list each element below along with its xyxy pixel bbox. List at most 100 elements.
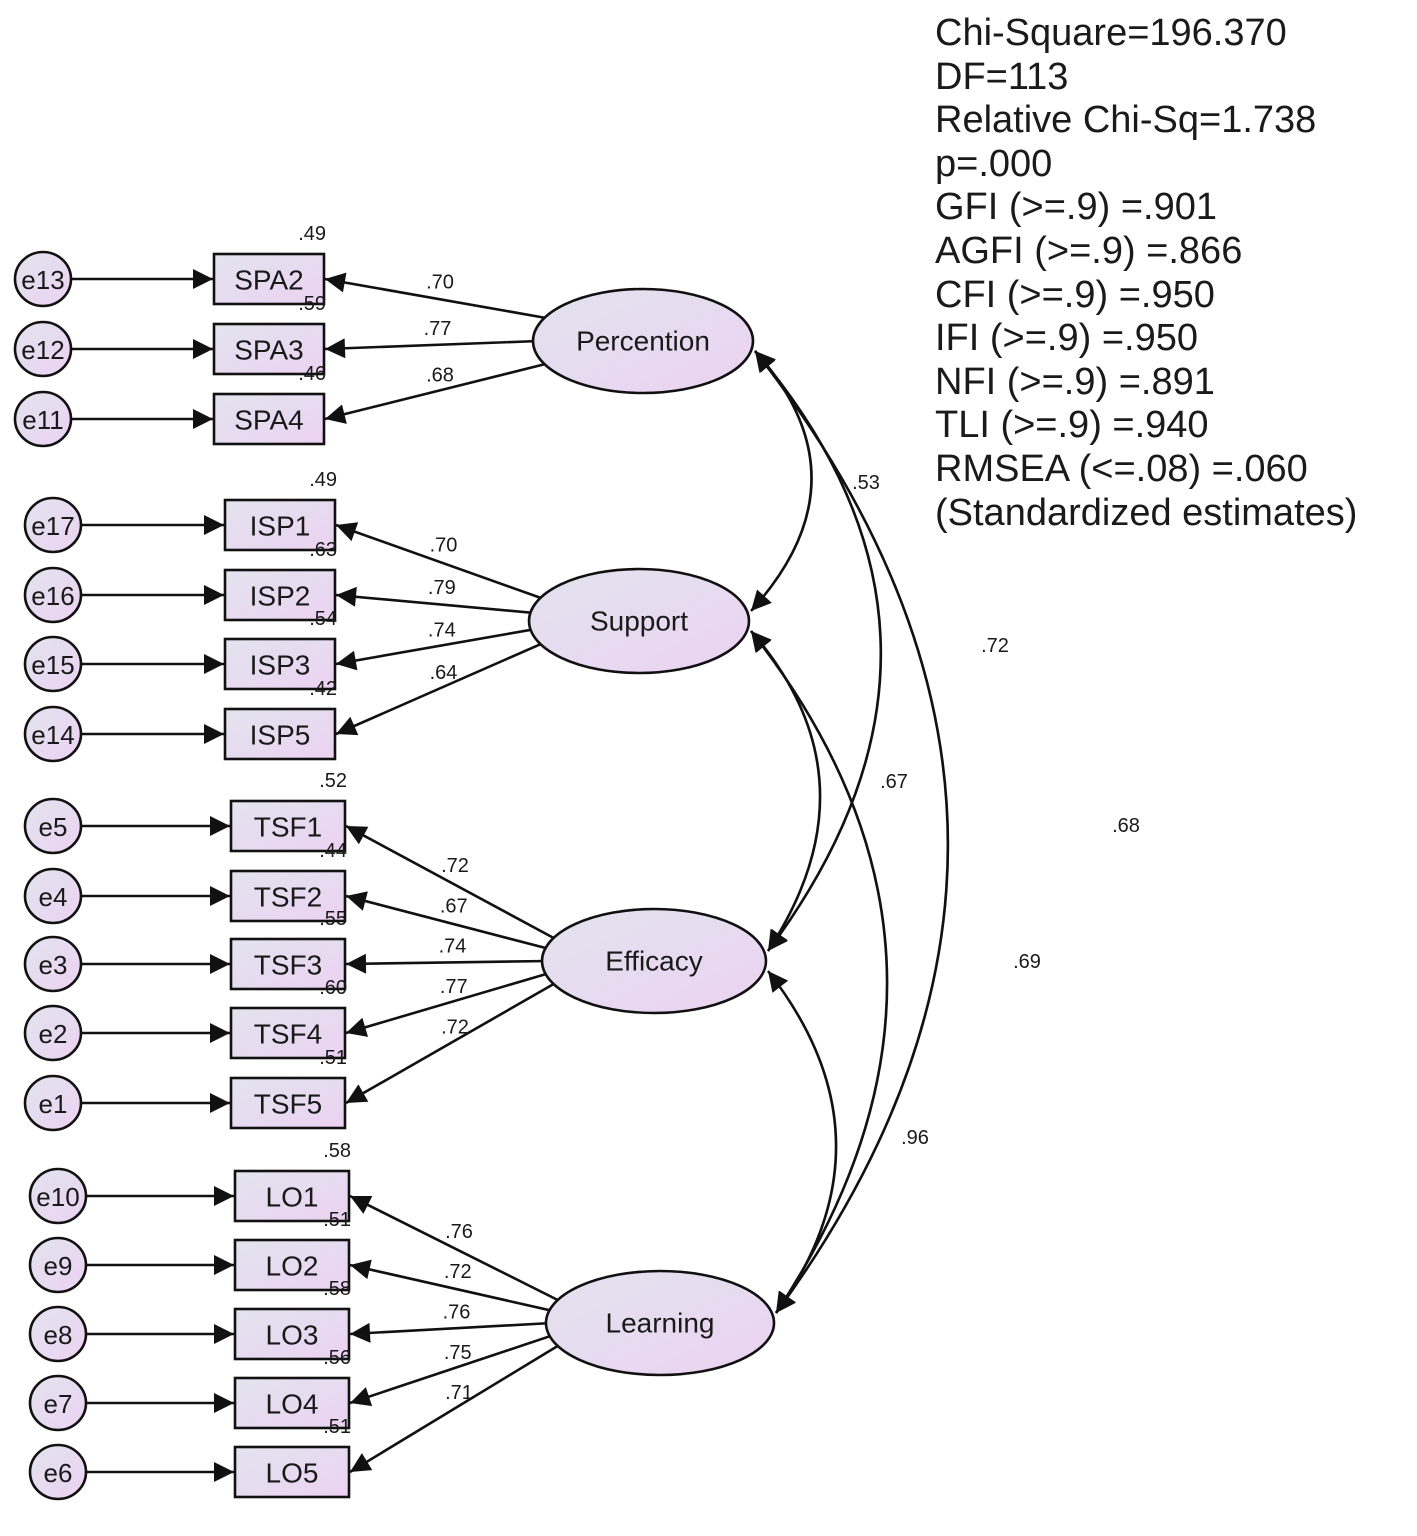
loading-value-lo4: .75 xyxy=(444,1342,472,1364)
error-label-e1: e1 xyxy=(39,1089,68,1119)
loading-path-isp3 xyxy=(335,627,537,671)
r2-value-lo5: .51 xyxy=(323,1416,351,1438)
loading-value-lo3: .76 xyxy=(443,1302,471,1324)
correlation-layer xyxy=(749,350,950,1314)
error-term-e16 xyxy=(23,566,83,624)
indicator-box-isp5 xyxy=(223,707,337,761)
fit-stat-nfi: NFI (>=.9) =.891 xyxy=(935,360,1215,403)
error-term-e15 xyxy=(23,635,83,693)
loading-path-isp5 xyxy=(335,643,541,736)
correlation-value-efficacy-learning: .96 xyxy=(901,1127,929,1149)
r2-value-tsf3: .55 xyxy=(319,908,347,930)
loading-value-tsf3: .74 xyxy=(439,936,467,958)
correlation-value-support-learning: .69 xyxy=(1013,951,1041,973)
fit-stat-note: (Standardized estimates) xyxy=(935,491,1358,534)
correlation-arrow-support-learning xyxy=(749,630,889,1314)
indicator-box-lo5 xyxy=(233,1445,351,1499)
loading-value-spa2: .70 xyxy=(426,271,454,293)
latent-label-support: Support xyxy=(590,606,688,637)
indicator-label-isp2: ISP2 xyxy=(250,581,311,612)
error-term-e4 xyxy=(23,867,83,925)
indicator-label-tsf5: TSF5 xyxy=(254,1089,322,1120)
indicator-box-tsf2 xyxy=(229,869,347,923)
indicator-label-tsf3: TSF3 xyxy=(254,950,322,981)
error-term-e3 xyxy=(23,935,83,993)
indicator-box-tsf1 xyxy=(229,799,347,853)
indicator-label-isp3: ISP3 xyxy=(250,650,311,681)
indicator-label-lo3: LO3 xyxy=(266,1320,319,1351)
fit-stat-ifi: IFI (>=.9) =.950 xyxy=(935,317,1198,360)
indicator-label-lo1: LO1 xyxy=(266,1182,319,1213)
loading-value-tsf5: .72 xyxy=(441,1017,469,1039)
indicator-label-tsf4: TSF4 xyxy=(254,1019,322,1050)
loading-value-spa4: .68 xyxy=(426,365,454,387)
loading-value-lo5: .71 xyxy=(445,1382,473,1404)
error-term-e7 xyxy=(28,1374,88,1432)
indicator-box-lo1 xyxy=(233,1169,351,1223)
loading-path-isp2 xyxy=(335,586,537,615)
latent-support xyxy=(527,567,751,675)
fit-stat-relative-chi-sq: Relative Chi-Sq=1.738 xyxy=(935,99,1317,142)
r2-value-isp2: .63 xyxy=(309,539,337,561)
error-term-e6 xyxy=(28,1443,88,1501)
latent-label-percention: Percention xyxy=(576,326,710,357)
fit-stat-rmsea: RMSEA (<=.08) =.060 xyxy=(935,447,1308,490)
correlation-value-support-efficacy: .67 xyxy=(880,771,908,793)
indicator-box-spa4 xyxy=(212,392,326,446)
r2-value-lo2: .51 xyxy=(323,1209,351,1231)
r2-value-isp5: .42 xyxy=(309,678,337,700)
latent-label-learning: Learning xyxy=(606,1308,715,1339)
fit-stat-df: DF=113 xyxy=(935,55,1069,98)
error-term-e5 xyxy=(23,797,83,855)
indicator-box-isp1 xyxy=(223,498,337,552)
r2-value-isp1: .49 xyxy=(309,469,337,491)
indicator-label-lo2: LO2 xyxy=(266,1251,319,1282)
fit-stat-gfi: GFI (>=.9) =.901 xyxy=(935,186,1217,229)
error-label-e11: e11 xyxy=(22,405,63,435)
loading-path-tsf4 xyxy=(345,971,551,1037)
loading-path-layer xyxy=(71,269,558,1482)
indicator-label-spa3: SPA3 xyxy=(234,335,304,366)
error-term-e9 xyxy=(28,1236,88,1294)
error-term-e14 xyxy=(23,705,83,763)
loading-value-isp1: .70 xyxy=(430,534,458,556)
error-label-e12: e12 xyxy=(21,335,64,365)
error-label-e14: e14 xyxy=(31,720,74,750)
error-term-e10 xyxy=(28,1167,88,1225)
error-term-e2 xyxy=(23,1004,83,1062)
loading-value-isp5: .64 xyxy=(430,662,458,684)
fit-statistics-panel: Chi-Square=196.370 DF=113 Relative Chi-S… xyxy=(935,12,1357,535)
latent-label-efficacy: Efficacy xyxy=(605,946,703,977)
loading-value-lo1: .76 xyxy=(445,1221,473,1243)
indicator-label-spa4: SPA4 xyxy=(234,405,304,436)
error-term-e11 xyxy=(13,390,73,448)
r2-value-tsf4: .60 xyxy=(319,977,347,999)
loading-path-isp1 xyxy=(335,522,541,599)
error-label-e9: e9 xyxy=(44,1251,73,1281)
correlation-value-percention-efficacy: .72 xyxy=(981,635,1009,657)
loading-path-spa4 xyxy=(324,363,545,424)
error-label-e13: e13 xyxy=(21,265,64,295)
r2-value-tsf1: .52 xyxy=(319,770,347,792)
indicator-label-lo5: LO5 xyxy=(266,1458,319,1489)
loading-path-spa2 xyxy=(324,272,545,319)
loading-value-lo2: .72 xyxy=(444,1261,472,1283)
r2-value-isp3: .54 xyxy=(309,608,337,630)
indicator-label-isp5: ISP5 xyxy=(250,720,311,751)
correlation-arrow-percention-support xyxy=(750,350,813,612)
correlation-value-percention-learning: .68 xyxy=(1112,815,1140,837)
loading-value-spa3: .77 xyxy=(424,318,452,340)
fit-stat-cfi: CFI (>=.9) =.950 xyxy=(935,273,1215,316)
fit-stat-tli: TLI (>=.9) =.940 xyxy=(935,404,1209,447)
latent-learning xyxy=(544,1269,776,1377)
r2-value-spa3: .59 xyxy=(298,293,326,315)
error-term-e12 xyxy=(13,320,73,378)
correlation-value-percention-support: .53 xyxy=(852,472,880,494)
error-term-e8 xyxy=(28,1305,88,1363)
loading-path-tsf3 xyxy=(345,953,549,974)
fit-stat-agfi: AGFI (>=.9) =.866 xyxy=(935,229,1243,272)
r2-value-tsf2: .44 xyxy=(319,840,347,862)
indicator-label-tsf1: TSF1 xyxy=(254,812,322,843)
